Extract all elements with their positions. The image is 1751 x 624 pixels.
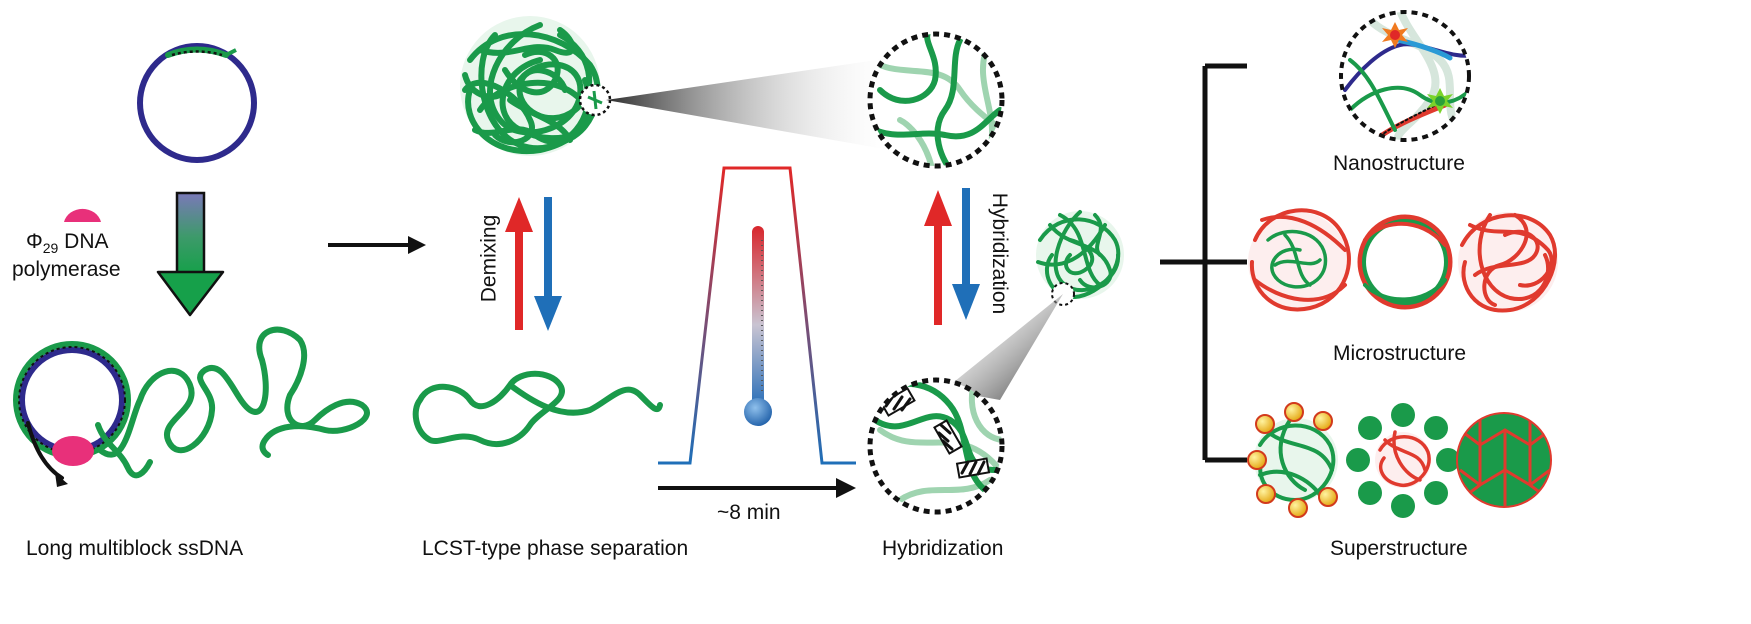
long-ssdna-strand: [95, 326, 370, 479]
phi-subscript: 29: [42, 240, 59, 257]
hybridized-globule: [1036, 210, 1124, 300]
caption-superstructure: Superstructure: [1330, 537, 1468, 560]
hybridization-arrows: [924, 188, 980, 325]
zoom-circle-1: [867, 31, 1005, 169]
enzyme-label-line2: polymerase: [12, 258, 121, 281]
polymerase-icon: [64, 208, 101, 222]
microstructure-red-globule: [1458, 212, 1558, 313]
fluorophore-star-icon: [1382, 22, 1453, 114]
caption-lcst: LCST-type phase separation: [422, 537, 689, 560]
superstructure-network: [1456, 412, 1552, 508]
condensate-globule: [460, 16, 601, 156]
time-arrow: [658, 478, 856, 498]
free-ssdna-strand: [412, 370, 663, 447]
hybridization-arrow-label: Hybridization: [988, 192, 1011, 315]
demixing-label: Demixing: [477, 214, 501, 303]
caption-nanostructure: Nanostructure: [1333, 152, 1465, 175]
enzyme-name: DNA: [58, 230, 109, 253]
temperature-profile: [658, 166, 856, 465]
caption-hybridization: Hybridization: [882, 537, 1004, 560]
zoom-cone-2: [944, 294, 1063, 400]
zoom-circle-2: [867, 377, 1005, 515]
rca-complex: [13, 341, 131, 487]
demixing-arrows: [505, 197, 562, 331]
superstructure-satellite: [1346, 403, 1460, 518]
caption-long-ssdna: Long multiblock ssDNA: [26, 537, 244, 560]
step-arrow-right: [328, 236, 426, 254]
zoom-cone-1: [606, 58, 890, 150]
time-label: ~8 min: [717, 501, 781, 524]
microstructure-core-shell: [1248, 208, 1351, 312]
thermometer-icon: [744, 226, 772, 426]
gold-nanoparticle: [1247, 402, 1338, 518]
plasmid-template: [137, 43, 257, 163]
rca-down-arrow: [156, 191, 225, 317]
enzyme-label-line1: Φ29 DNA: [26, 231, 109, 255]
superstructure-gold-decorated: [1247, 402, 1338, 518]
phi-symbol: Φ: [26, 230, 43, 253]
microstructure-hollow: [1357, 214, 1453, 310]
caption-microstructure: Microstructure: [1333, 342, 1467, 365]
outcome-bracket: [1160, 63, 1247, 463]
nanostructure-circle: [1339, 10, 1471, 142]
